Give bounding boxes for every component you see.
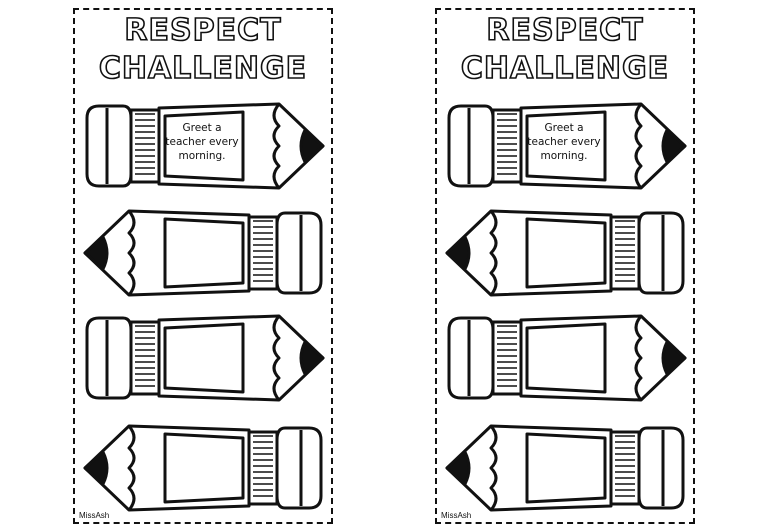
title-respect: RESPECT — [486, 13, 644, 48]
title-challenge: CHALLENGE — [460, 51, 670, 86]
bookmark-card-left: RESPECT CHALLENGE Greet a teacher e — [73, 8, 333, 524]
brand-mark: MissAsh — [441, 511, 472, 520]
pencil-left-graphic — [83, 209, 323, 297]
pencil-2-label — [527, 223, 601, 275]
pencil-1: Greet a teacher every morning. — [445, 98, 687, 194]
pencil-right-graphic — [447, 102, 687, 190]
pencil-1: Greet a teacher every morning. — [83, 98, 325, 194]
pencil-1-label: Greet a teacher every morning. — [165, 122, 239, 162]
pencil-left-graphic — [83, 424, 323, 512]
pencil-2-label — [165, 223, 239, 275]
pencil-4 — [83, 420, 325, 516]
pencil-2 — [445, 205, 687, 301]
pencil-3-label — [165, 328, 239, 380]
pencil-3-label — [527, 328, 601, 380]
pencil-4-label — [527, 438, 601, 490]
pencil-right-graphic — [85, 102, 325, 190]
pencil-3 — [83, 310, 325, 406]
pencil-3 — [445, 310, 687, 406]
pencil-4 — [445, 420, 687, 516]
pencil-2 — [83, 205, 325, 301]
brand-mark: MissAsh — [79, 511, 110, 520]
pencil-right-graphic — [85, 314, 325, 402]
title-respect: RESPECT — [124, 13, 282, 48]
pencil-4-label — [165, 438, 239, 490]
bookmark-card-right: RESPECT CHALLENGE Greet a teacher e — [435, 8, 695, 524]
pencil-right-graphic — [447, 314, 687, 402]
pencil-1-label: Greet a teacher every morning. — [527, 122, 601, 162]
pencil-left-graphic — [445, 424, 685, 512]
title-challenge: CHALLENGE — [98, 51, 308, 86]
pencil-left-graphic — [445, 209, 685, 297]
